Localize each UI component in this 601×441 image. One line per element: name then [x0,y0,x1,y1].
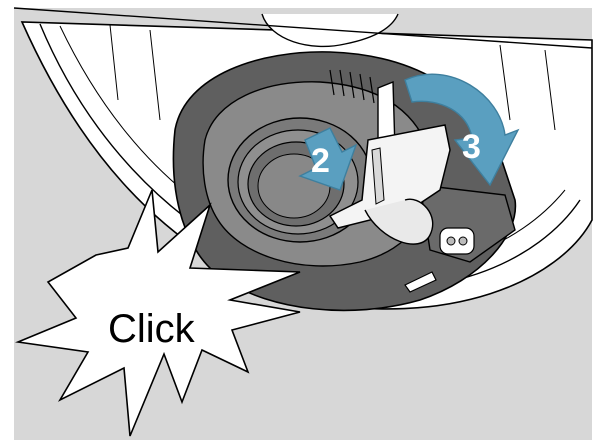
step-2-label: 2 [311,142,330,180]
step-3-label: 3 [462,128,481,166]
click-label: Click [108,307,196,351]
connector-part [440,228,474,254]
